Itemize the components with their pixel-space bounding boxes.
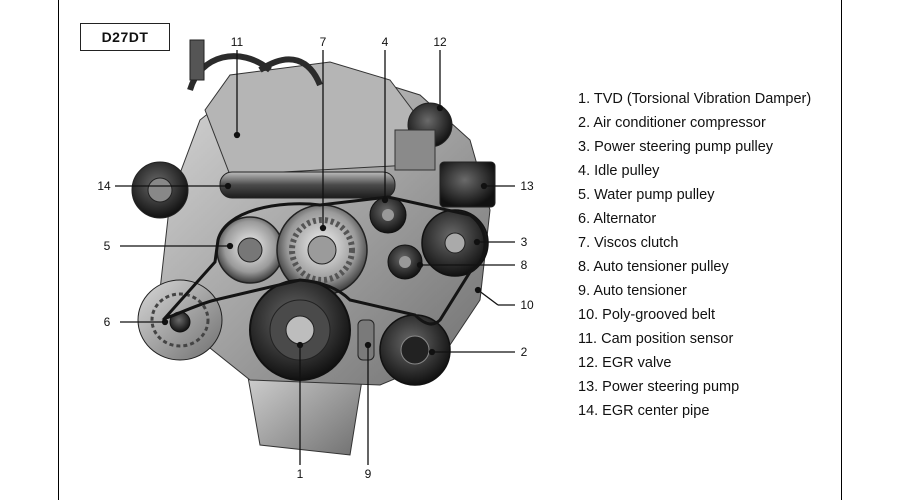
legend-item-1: 1. TVD (Torsional Vibration Damper)	[578, 91, 812, 107]
auto-tensioner-pulley-hub	[399, 256, 411, 268]
viscous-clutch-hub	[307, 235, 337, 265]
callout-11: 11	[231, 35, 244, 49]
callout-numbers: 11 7 4 12 14 13 5 3 8 10 6 2 1 9	[97, 35, 534, 481]
leader-dot-5	[226, 242, 234, 250]
legend-item-9: 9. Auto tensioner	[578, 283, 687, 299]
leader-dot-11	[233, 131, 241, 139]
auto-tensioner	[357, 319, 375, 361]
leader-dot-14	[224, 182, 232, 190]
callout-3: 3	[521, 235, 528, 249]
legend-item-7: 7. Viscos clutch	[578, 235, 679, 251]
model-label-box: D27DT	[80, 23, 170, 51]
egr-valve-body	[394, 129, 436, 171]
poly-grooved-belt	[161, 195, 487, 326]
leader-dot-9	[364, 341, 372, 349]
legend-item-10: 10. Poly-grooved belt	[578, 307, 716, 323]
callout-4: 4	[382, 35, 389, 49]
idle-pulley-hub	[382, 209, 394, 221]
ac-clutch-hub	[400, 335, 430, 365]
legend-item-11: 11. Cam position sensor	[578, 331, 734, 347]
oil-filler-cap	[189, 39, 205, 81]
leader-10	[477, 289, 499, 306]
leader-dot-6	[161, 318, 169, 326]
turbo-hub	[147, 177, 173, 203]
legend-item-3: 3. Power steering pump pulley	[578, 139, 774, 155]
leader-dot-7	[319, 224, 327, 232]
legend-item-5: 5. Water pump pulley	[578, 187, 715, 203]
water-pump-hub	[237, 237, 263, 263]
callout-14: 14	[97, 179, 111, 193]
leader-lines	[115, 50, 515, 465]
legend-item-13: 13. Power steering pump	[578, 379, 740, 395]
callout-5: 5	[104, 239, 111, 253]
callout-13: 13	[520, 179, 534, 193]
parts-legend: 1. TVD (Torsional Vibration Damper) 2. A…	[578, 87, 811, 423]
legend-item-14: 14. EGR center pipe	[578, 403, 710, 419]
legend-item-4: 4. Idle pulley	[578, 163, 660, 179]
leader-dot-1	[296, 341, 304, 349]
leader-dot-3	[473, 238, 481, 246]
leader-dot-4	[381, 196, 389, 204]
leader-dot-12	[436, 104, 444, 112]
callout-8: 8	[521, 258, 528, 272]
alternator-vents	[150, 292, 210, 348]
legend-item-2: 2. Air conditioner compressor	[578, 115, 766, 131]
leader-dot-10	[474, 286, 482, 294]
callout-6: 6	[104, 315, 111, 329]
egr-center-pipe	[219, 171, 396, 199]
callout-12: 12	[433, 35, 447, 49]
callout-7: 7	[320, 35, 327, 49]
leader-dot-13	[480, 182, 488, 190]
legend-item-8: 8. Auto tensioner pulley	[578, 259, 729, 275]
leader-dot-2	[428, 348, 436, 356]
power-steering-pump	[439, 161, 496, 208]
model-label: D27DT	[101, 29, 149, 45]
callout-2: 2	[521, 345, 528, 359]
legend-item-12: 12. EGR valve	[578, 355, 672, 371]
leader-dot-8	[416, 261, 424, 269]
callout-10: 10	[520, 298, 534, 312]
page-frame	[58, 0, 842, 500]
tvd-hub	[285, 315, 315, 345]
legend-item-6: 6. Alternator	[578, 211, 657, 227]
ps-pulley-hub	[444, 232, 466, 254]
viscous-clutch-fins	[289, 217, 355, 283]
callout-1: 1	[297, 467, 304, 481]
callout-9: 9	[365, 467, 372, 481]
